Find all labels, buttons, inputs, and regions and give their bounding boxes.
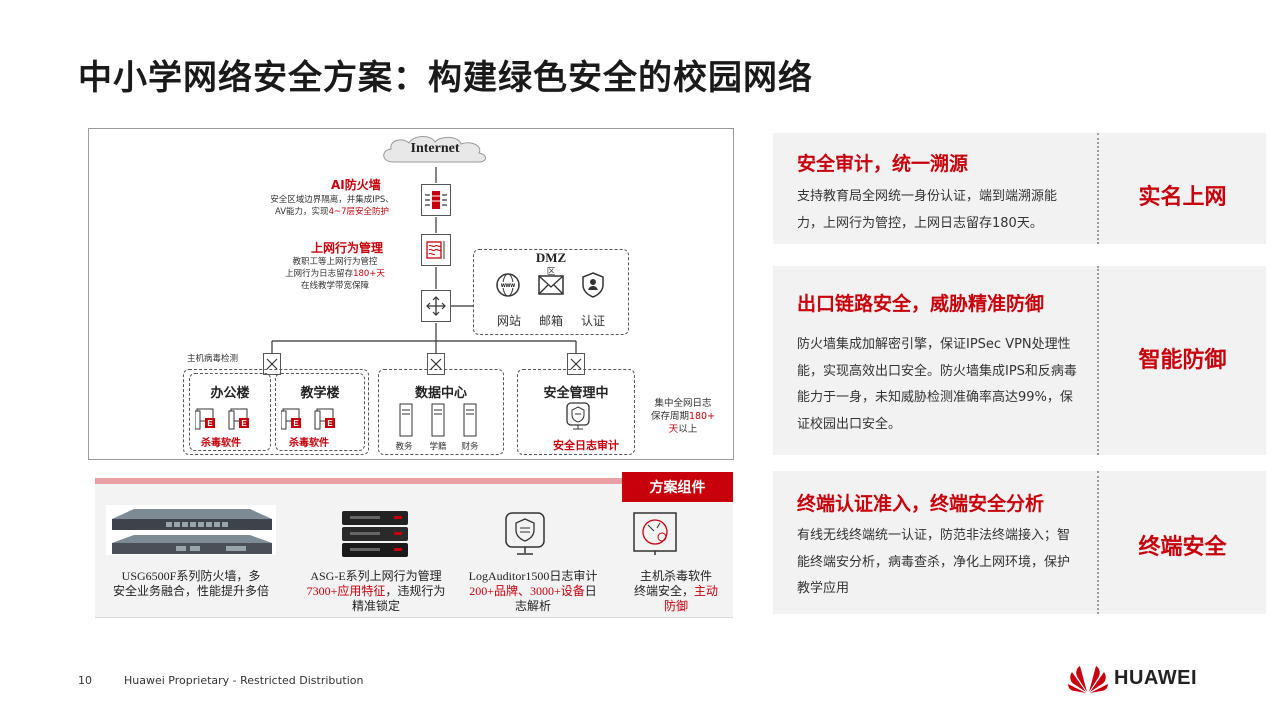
component-caption-asg: ASG-E系列上网行为管理 7300+应用特征，违规行为 精准锁定 xyxy=(306,569,446,613)
datacenter-zone xyxy=(378,369,504,455)
security-mgmt-title: 安全管理中 xyxy=(543,386,609,401)
panel-title: 出口链路安全，威胁精准防御 xyxy=(797,293,1045,315)
panel-tag: 终端安全 xyxy=(1138,535,1227,560)
security-mgmt-zone xyxy=(517,369,635,455)
usg-firewall-product-image xyxy=(106,505,276,555)
panel-separator xyxy=(1097,266,1099,455)
panel-title: 终端认证准入，终端安全分析 xyxy=(797,493,1045,515)
firewall-desc: 安全区域边界隔离，并集成IPS、 AV能力，实现4~7层安全防护 xyxy=(270,195,394,217)
panel-threat-defense: 出口链路安全，威胁精准防御 防火墙集成加解密引擎，保证IPSec VPN处理性能… xyxy=(773,266,1266,455)
host-virus-detect-label: 主机病毒检测 xyxy=(187,354,239,364)
dmz-item-mailbox: 邮箱 xyxy=(538,314,563,328)
log-auditor-product-icon xyxy=(505,512,545,555)
component-caption-logauditor: LogAuditor1500日志审计 200+品牌、3000+设备日 志解析 xyxy=(468,569,598,613)
auth-shield-icon xyxy=(582,272,604,298)
behavior-desc: 教职工等上网行为管控 上网行为日志留存180+天 在线教学带宽保障 xyxy=(285,257,385,291)
panel-tag: 智能防御 xyxy=(1138,348,1227,373)
panel-desc: 支持教育局全网统一身份认证，端到端溯源能力，上网行为管控，上网日志留存180天。 xyxy=(797,189,1058,231)
core-switch-icon xyxy=(421,290,451,322)
component-caption-antivirus: 主机杀毒软件 终端安全，主动 防御 xyxy=(633,569,719,613)
panel-endpoint-security: 终端认证准入，终端安全分析 有线无线终端统一认证，防范非法终端接入；智能终端安分… xyxy=(773,471,1266,614)
footer-text: Huawei Proprietary - Restricted Distribu… xyxy=(124,674,364,687)
asg-behavior-mgmt-product-image xyxy=(342,511,408,557)
server-label-registry: 学籍 xyxy=(429,442,447,452)
dmz-zone xyxy=(473,249,629,335)
server-label-academic: 教务 xyxy=(395,442,413,452)
page-number: 10 xyxy=(78,674,92,687)
dmz-title: DMZ xyxy=(535,250,567,265)
teaching-antivirus-label: 杀毒软件 xyxy=(289,438,329,449)
component-caption-usg: USG6500F系列防火墙，多 安全业务融合，性能提升多倍 xyxy=(112,569,269,598)
server-icons xyxy=(399,403,477,437)
panel-tag: 实名上网 xyxy=(1138,185,1227,210)
log-audit-icon xyxy=(566,402,590,430)
firewall-title: AI防火墙 xyxy=(331,178,381,192)
website-icon: www xyxy=(496,273,520,297)
office-antivirus-label: 杀毒软件 xyxy=(201,438,241,449)
components-tab: 方案组件 xyxy=(622,472,733,502)
internet-label: Internet xyxy=(410,141,460,156)
dmz-item-website: 网站 xyxy=(496,314,521,328)
diagram-connectors xyxy=(271,167,577,353)
svg-text:E: E xyxy=(327,419,333,428)
panel-desc: 有线无线终端统一认证，防范非法终端接入；智能终端安分析，病毒查杀，净化上网环境，… xyxy=(797,528,1071,596)
security-log-audit-label: 安全日志审计 xyxy=(553,439,619,452)
campus-buildings-zone xyxy=(183,369,369,455)
panel-desc: 防火墙集成加解密引擎，保证IPSec VPN处理性能，实现高效出口安全。防火墙集… xyxy=(797,337,1077,432)
teaching-building-title: 教学楼 xyxy=(300,386,340,401)
panel-separator xyxy=(1097,471,1099,614)
behavior-mgmt-device-icon xyxy=(421,234,451,266)
server-label-finance: 财务 xyxy=(461,442,479,452)
svg-text:E: E xyxy=(241,419,247,428)
huawei-flower-icon xyxy=(1068,666,1108,693)
dmz-item-auth: 认证 xyxy=(580,314,605,328)
page-title: 中小学网络安全方案：构建绿色安全的校园网络 xyxy=(78,58,813,98)
antivirus-product-icon xyxy=(633,512,677,555)
dmz-subtitle: 区 xyxy=(546,267,556,277)
svg-text:E: E xyxy=(207,419,213,428)
svg-text:E: E xyxy=(293,419,299,428)
internet-cloud-icon xyxy=(383,136,486,163)
svg-text:www: www xyxy=(500,283,515,289)
mailbox-icon xyxy=(538,275,564,295)
behavior-title: 上网行为管理 xyxy=(311,241,384,255)
log-retention-note: 集中全网日志 保存周期180+ 天以上 xyxy=(650,398,716,435)
office-building-zone xyxy=(189,373,271,451)
huawei-wordmark: HUAWEI xyxy=(1114,666,1197,689)
network-diagram: Internet AI防火墙 安全区域边界隔离，并集成IPS、 AV能力，实现4… xyxy=(88,128,734,460)
datacenter-title: 数据中心 xyxy=(414,386,467,401)
teaching-building-zone xyxy=(275,373,365,451)
office-building-title: 办公楼 xyxy=(210,386,250,401)
panel-security-audit: 安全审计，统一溯源 支持教育局全网统一身份认证，端到端溯源能力，上网行为管控，上… xyxy=(773,133,1266,244)
panel-title: 安全审计，统一溯源 xyxy=(797,153,969,175)
panel-separator xyxy=(1097,133,1099,244)
firewall-device-icon xyxy=(421,184,451,216)
huawei-logo: HUAWEI xyxy=(1068,662,1197,694)
components-header-bar xyxy=(95,478,733,484)
